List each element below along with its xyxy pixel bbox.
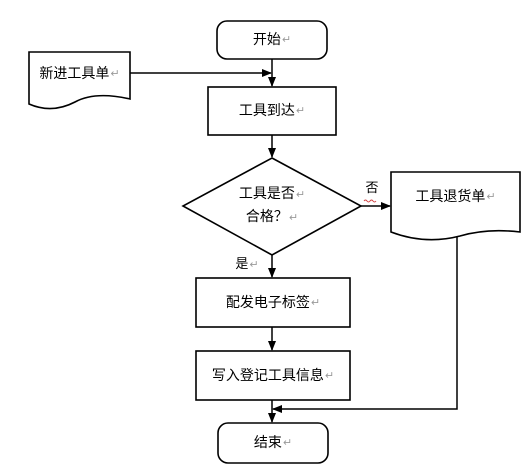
new-tool-sheet-label: 新进工具单↵ bbox=[29, 62, 130, 86]
decision-line-1: 工具是否↵ bbox=[239, 183, 305, 206]
paragraph-mark: ↵ bbox=[282, 436, 293, 449]
connector-return-to-end bbox=[272, 237, 458, 413]
new-tool-sheet-text: 新进工具单 bbox=[39, 66, 110, 82]
paragraph-mark: ↵ bbox=[486, 190, 496, 203]
start-text: 开始 bbox=[252, 32, 281, 48]
yes-text: 是 bbox=[235, 257, 249, 272]
end-label: 结束↵ bbox=[218, 423, 328, 463]
tool-arrival-process bbox=[207, 86, 337, 136]
decision-line-2: 合格？↵ bbox=[246, 206, 298, 229]
end-terminator bbox=[217, 422, 329, 464]
paragraph-mark: ↵ bbox=[249, 258, 259, 271]
return-sheet-text: 工具退货单 bbox=[415, 189, 486, 205]
paragraph-mark: ↵ bbox=[324, 368, 335, 382]
no-branch-label: 否 bbox=[361, 179, 383, 199]
tool-arrival-text: 工具到达 bbox=[238, 103, 295, 119]
paragraph-mark: ↵ bbox=[295, 104, 306, 117]
decision-text-2: 合格？ bbox=[245, 209, 288, 225]
write-register-process bbox=[195, 350, 351, 401]
return-sheet-document bbox=[390, 171, 521, 241]
paragraph-mark: ↵ bbox=[281, 33, 292, 46]
spellcheck-squiggle bbox=[363, 199, 377, 203]
decision-text-1: 工具是否 bbox=[238, 186, 295, 202]
tool-arrival-label: 工具到达↵ bbox=[208, 87, 336, 135]
start-label: 开始↵ bbox=[217, 21, 327, 59]
no-text: 否 bbox=[365, 181, 379, 196]
paragraph-mark: ↵ bbox=[110, 67, 120, 80]
write-register-text: 写入登记工具信息 bbox=[211, 367, 324, 384]
new-tool-sheet-document bbox=[28, 51, 131, 110]
assign-tag-process bbox=[195, 277, 351, 328]
end-text: 结束 bbox=[253, 435, 282, 451]
return-sheet-label: 工具退货单↵ bbox=[391, 185, 520, 209]
decision-label: 工具是否↵ 合格？↵ bbox=[212, 184, 332, 228]
write-register-label: 写入登记工具信息↵ bbox=[196, 351, 350, 400]
paragraph-mark: ↵ bbox=[295, 188, 306, 201]
paragraph-mark: ↵ bbox=[288, 211, 299, 224]
assign-tag-label: 配发电子标签↵ bbox=[196, 278, 350, 327]
yes-branch-label: 是↵ bbox=[230, 255, 264, 275]
assign-tag-text: 配发电子标签 bbox=[225, 294, 310, 311]
paragraph-mark: ↵ bbox=[310, 295, 321, 309]
